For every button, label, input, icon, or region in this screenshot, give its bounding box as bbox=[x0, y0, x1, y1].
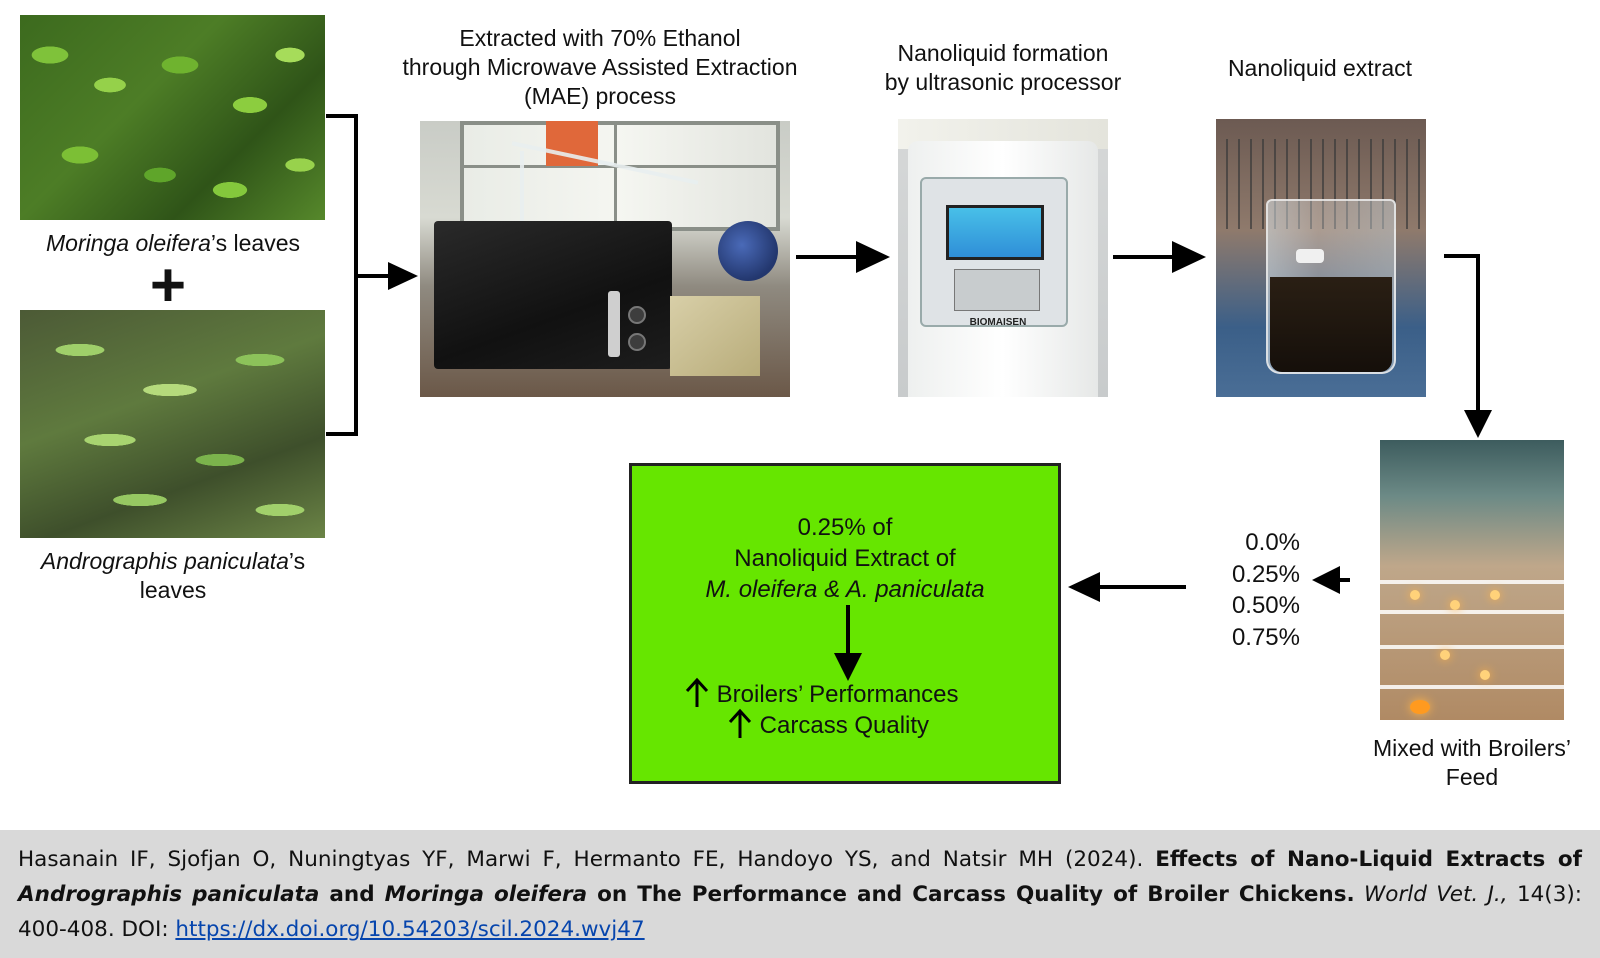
extraction-caption: Extracted with 70% Ethanol through Micro… bbox=[402, 25, 798, 109]
arrow-extraction-to-formation bbox=[796, 241, 890, 273]
arrow-extract-to-feed bbox=[1444, 254, 1492, 438]
result-line3: M. oleifera & A. paniculata bbox=[705, 576, 985, 603]
outcome-performance: Broilers’ Performances bbox=[684, 677, 959, 708]
outcome-carcass-label: Carcass Quality bbox=[759, 712, 930, 739]
device-brand-label: BIOMAISEN bbox=[969, 317, 1027, 328]
dose-list: 0.0% 0.25% 0.50% 0.75% bbox=[1180, 527, 1300, 653]
arrow-formation-to-extract bbox=[1113, 241, 1206, 273]
broiler-house-photo bbox=[1380, 440, 1564, 720]
increase-arrow-icon bbox=[728, 708, 752, 738]
dose-item: 0.75% bbox=[1231, 623, 1300, 651]
result-box: 0.25% of Nanoliquid Extract of M. oleife… bbox=[629, 463, 1061, 784]
outcome-carcass: Carcass Quality bbox=[727, 708, 929, 739]
moringa-leaves-photo bbox=[20, 15, 325, 220]
increase-arrow-icon bbox=[685, 677, 709, 707]
plus-sign: + bbox=[149, 251, 187, 320]
andrographis-leaves-photo bbox=[20, 310, 325, 538]
dose-item: 0.25% bbox=[1231, 560, 1300, 588]
nanoliquid-beaker-photo bbox=[1216, 119, 1426, 397]
dose-item: 0.50% bbox=[1231, 592, 1300, 619]
moringa-caption: Moringa oleifera’s leaves bbox=[46, 230, 300, 256]
flow-connectors bbox=[326, 114, 1492, 602]
citation-volume: 14(3): 400-408. DOI: bbox=[18, 882, 1583, 942]
andrographis-caption: Andrographis paniculata’s leaves bbox=[40, 548, 306, 603]
arrow-feed-to-doses bbox=[1312, 566, 1350, 594]
nanoliquid-extract-caption: Nanoliquid extract bbox=[1227, 55, 1413, 81]
result-down-arrow bbox=[834, 605, 862, 681]
citation-authors: Hasanain IF, Sjofjan O, Nuningtyas YF, M… bbox=[18, 847, 1156, 872]
doi-link[interactable]: https://dx.doi.org/10.54203/scil.2024.wv… bbox=[175, 917, 645, 942]
dose-item: 0.0% bbox=[1245, 529, 1300, 556]
result-line1: 0.25% of bbox=[797, 514, 893, 541]
leaves-bracket bbox=[326, 114, 358, 436]
arrow-doses-to-result bbox=[1068, 572, 1186, 602]
microwave-extraction-photo bbox=[420, 121, 790, 397]
citation-journal: World Vet. J., bbox=[1364, 882, 1508, 907]
outcome-performance-label: Broilers’ Performances bbox=[716, 681, 959, 708]
ultrasonic-processor-photo: BIOMAISEN bbox=[898, 119, 1108, 397]
citation-footer: Hasanain IF, Sjofjan O, Nuningtyas YF, M… bbox=[0, 830, 1600, 958]
arrow-leaves-to-extraction bbox=[356, 262, 418, 290]
result-line2: Nanoliquid Extract of bbox=[734, 545, 956, 572]
nanoliquid-formation-caption: Nanoliquid formation by ultrasonic proce… bbox=[884, 40, 1122, 95]
mixed-feed-caption: Mixed with Broilers’ Feed bbox=[1372, 735, 1572, 790]
citation-title: Effects of Nano-Liquid Extracts of Andro… bbox=[18, 847, 1583, 907]
